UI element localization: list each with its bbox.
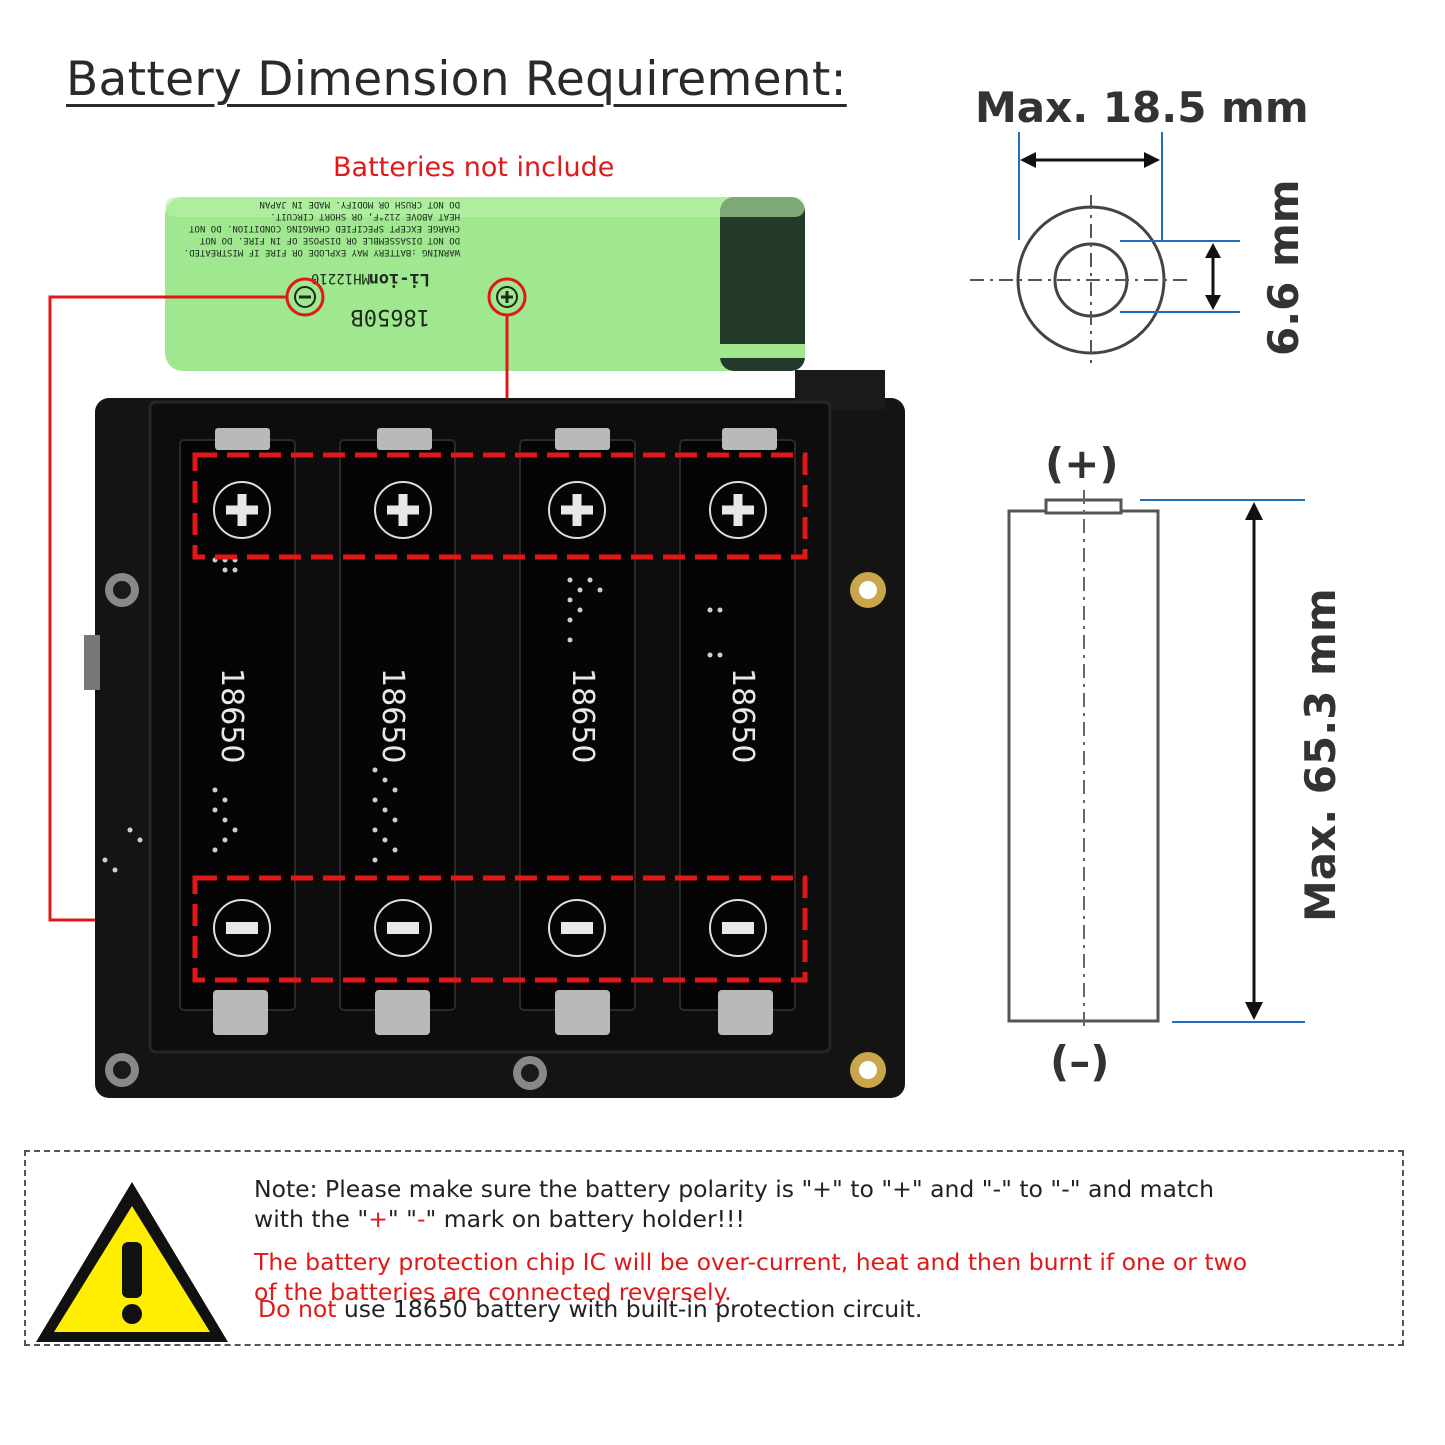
warning-triangle-icon [36, 1182, 228, 1342]
batteries-not-included-label: Batteries not include [333, 152, 615, 183]
slot-label-1: 18650 [214, 668, 249, 763]
polarity-highlight-boxes [192, 452, 808, 983]
battery-model-label: 18650B [351, 304, 430, 329]
battery-warning-text-1: WARNING :BATTERY MAY EXPLODE OR FIRE IF … [184, 247, 460, 257]
battery-side-view-diagram: (+) (–) Max. 65.3 mm [1007, 439, 1345, 1086]
battery-holder-pcb: 18650 18650 18650 18650 [84, 370, 905, 1098]
battery-warning-text-4: HEAT ABOVE 212°F, OR SHORT CIRCUIT. [270, 211, 460, 221]
polarity-note-box: Note: Please make sure the battery polar… [24, 1150, 1404, 1346]
positive-terminal-label: (+) [1045, 439, 1119, 488]
battery-warning-text-2: DO NOT DISASSEMBLE OR DISPOSE OF IN FIRE… [199, 235, 460, 245]
warning-line-1: The battery protection chip IC will be o… [254, 1248, 1248, 1276]
battery-code-label: MH12210 [311, 270, 370, 286]
do-not-rest: use 18650 battery with built-in protecti… [336, 1295, 923, 1323]
do-not-label: Do not [258, 1295, 337, 1323]
do-not-line: Do not use 18650 battery with built-in p… [258, 1294, 922, 1324]
slot-label-4: 18650 [725, 668, 760, 763]
warning-line-2: of the batteries are connected reversely… [254, 1278, 732, 1306]
diameter-label: Max. 18.5 mm [975, 83, 1309, 132]
holder-plus-marks [213, 481, 767, 539]
battery-cell-image: WARNING :BATTERY MAY EXPLODE OR FIRE IF … [165, 197, 805, 371]
battery-type-label: Li-ion [369, 269, 430, 289]
page-title: Battery Dimension Requirement: [66, 52, 847, 107]
slot-label-3: 18650 [565, 668, 600, 763]
battery-warning-text-5: DO NOT CRUSH OR MODIFY. MADE IN JAPAN [260, 199, 460, 209]
battery-warning-text-3: CHARGE EXCEPT SPECIFIED CHARGING CONDITI… [188, 223, 460, 233]
note-minus-mark: - [416, 1205, 426, 1233]
slot-label-2: 18650 [375, 668, 410, 763]
note-line-1: Note: Please make sure the battery polar… [254, 1175, 1214, 1203]
terminal-diameter-label: 6.6 mm [1259, 179, 1308, 356]
note-line-2-pre: with the " [254, 1205, 369, 1233]
negative-terminal-label: (–) [1050, 1037, 1109, 1086]
note-plus-mark: + [368, 1205, 388, 1233]
note-line-2-mid: " " [387, 1205, 417, 1233]
battery-holder-illustration: WARNING :BATTERY MAY EXPLODE OR FIRE IF … [48, 83, 1345, 1098]
holder-minus-marks [213, 899, 767, 957]
note-line-2: with the "+" "-" mark on battery holder!… [254, 1204, 745, 1234]
note-line-2-post: " mark on battery holder!!! [425, 1205, 745, 1233]
length-label: Max. 65.3 mm [1296, 588, 1345, 922]
battery-top-view-diagram: Max. 18.5 mm 6.6 mm [970, 83, 1309, 365]
